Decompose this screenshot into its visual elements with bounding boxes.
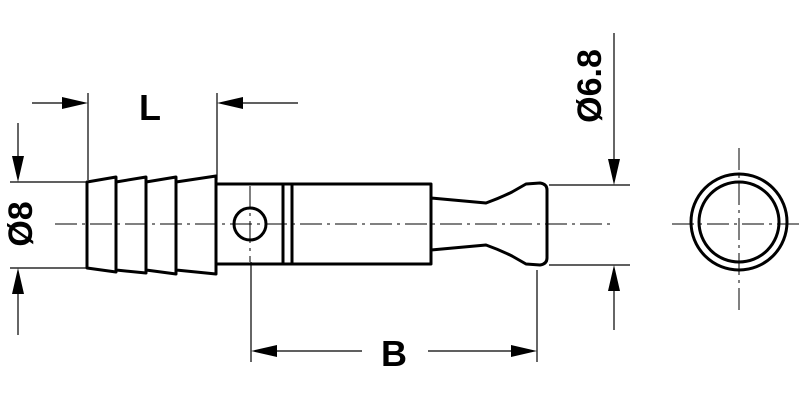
dimension-l: L	[32, 87, 298, 180]
dimension-b: B	[250, 262, 538, 374]
center-lines	[55, 148, 800, 315]
ribbed-sleeve	[85, 174, 218, 276]
label-l: L	[139, 87, 161, 128]
label-diameter-6-8: Ø6.8	[571, 49, 609, 123]
label-diameter-8: Ø8	[2, 201, 40, 246]
end-view	[689, 172, 789, 272]
cross-hole	[232, 206, 268, 242]
dimension-diameter-8: Ø8	[2, 123, 88, 335]
label-b: B	[381, 333, 407, 374]
dimension-diameter-6-8: Ø6.8	[549, 33, 630, 330]
bolt-tip	[429, 181, 549, 267]
